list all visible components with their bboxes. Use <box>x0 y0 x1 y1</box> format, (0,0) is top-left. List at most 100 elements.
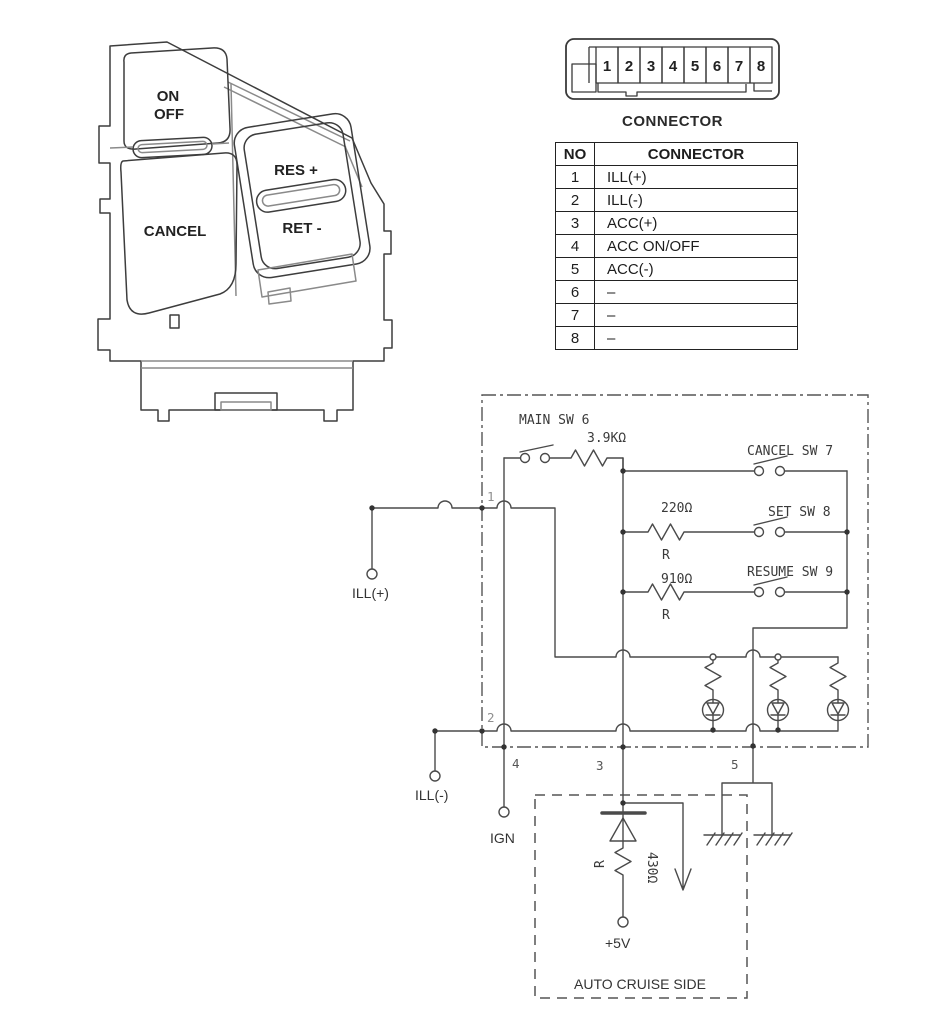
ground-symbol-right <box>753 832 793 846</box>
led-branch-3 <box>829 656 847 731</box>
set-resistor-sub: R <box>662 548 670 563</box>
connector-left-pocket <box>571 63 597 93</box>
connector-caption: CONNECTOR <box>622 113 723 130</box>
connector-inner-wall <box>588 46 596 83</box>
on-off-slot <box>132 136 213 159</box>
circuit-schematic: MAIN SW 6 3.9KΩ CANCEL SW 7 220Ω R SET S… <box>352 394 869 999</box>
connector-pin-number: 5 <box>691 58 699 75</box>
switch-side-boundary <box>481 394 869 748</box>
switch-contacts <box>519 452 786 598</box>
led-1 <box>701 698 725 722</box>
housing-outline <box>97 41 393 422</box>
slot-leader-lines <box>109 142 230 149</box>
led-rail-ring-1 <box>709 653 717 661</box>
col-header-connector: CONNECTOR <box>594 142 798 166</box>
acc-minus-wire <box>721 470 848 835</box>
pullup-resistor-sub: R <box>593 860 608 868</box>
auto-cruise-side-label: AUTO CRUISE SIDE <box>574 976 706 992</box>
pin2-label: 2 <box>487 710 495 725</box>
res-label: RES + <box>274 162 318 179</box>
set-switch-wire <box>622 523 848 541</box>
pin3-label: 3 <box>596 758 604 773</box>
auto-cruise-boundary <box>534 794 748 999</box>
resume-switch-lever <box>753 576 788 586</box>
connector-pin-number: 3 <box>647 58 655 75</box>
ret-label: RET - <box>282 220 321 237</box>
col-header-no: NO <box>555 142 595 166</box>
connector-pin-cells <box>595 46 773 84</box>
resume-resistor-sub: R <box>662 608 670 623</box>
switch-assembly-drawing: ON OFF CANCEL RES + RET - <box>97 41 393 422</box>
junction-dots <box>369 468 850 806</box>
rocker-slot <box>255 178 347 213</box>
on-label: ON <box>157 88 180 105</box>
acc-plus-wire <box>614 457 632 918</box>
main-switch-lever <box>519 444 554 453</box>
resume-resistor-label: 910Ω <box>661 572 692 587</box>
connector-drawing: 1 2 3 4 5 6 7 8 <box>565 38 780 100</box>
set-switch-lever <box>753 516 788 526</box>
led-3-diode <box>830 702 846 716</box>
table-row: 8– <box>555 326 798 350</box>
ill-minus-label: ILL(-) <box>415 787 448 803</box>
main-resistor-label: 3.9KΩ <box>587 431 626 446</box>
connector-pin-number: 2 <box>625 58 633 75</box>
connector-pin-number: 8 <box>757 58 765 75</box>
cancel-button <box>120 152 238 315</box>
connector-pin-number: 7 <box>735 58 743 75</box>
on-off-button <box>123 47 231 150</box>
connector-pin-number: 4 <box>669 58 678 75</box>
pin4-label: 4 <box>512 756 520 771</box>
ill-plus-label: ILL(+) <box>352 585 389 601</box>
cancel-label: CANCEL <box>144 223 207 240</box>
resume-sw-label: RESUME SW 9 <box>747 565 833 580</box>
pin5-label: 5 <box>731 757 739 772</box>
main-sw-label: MAIN SW 6 <box>519 413 589 428</box>
table-row: 7– <box>555 303 798 327</box>
main-switch-circuit <box>503 449 624 472</box>
resume-switch-wire <box>622 583 848 601</box>
pullup-resistor-label: 430Ω <box>644 852 659 883</box>
table-row: 6– <box>555 280 798 304</box>
connector-bottom-steps <box>597 83 772 97</box>
off-label: OFF <box>154 106 184 123</box>
connector-pin-number: 6 <box>713 58 721 75</box>
plus5v-label: +5V <box>605 935 631 951</box>
led-2-diode <box>770 702 786 716</box>
set-resistor-label: 220Ω <box>661 501 692 516</box>
cancel-sw-label: CANCEL SW 7 <box>747 444 833 459</box>
diode-triangle <box>609 817 637 842</box>
connector-pin-number: 1 <box>603 58 611 75</box>
connector-body <box>565 38 780 100</box>
cancel-switch-lever <box>753 455 788 465</box>
bottom-connector-block-inner <box>220 401 272 411</box>
led-rail-ring-2 <box>774 653 782 661</box>
rocker-frame <box>233 112 371 279</box>
ign-terminal <box>498 806 510 818</box>
rocker-base-plate <box>257 253 357 305</box>
ground-symbol-left <box>703 832 743 846</box>
ign-label: IGN <box>490 830 515 846</box>
housing-bottom-step <box>141 360 353 369</box>
ill-plus-terminal <box>366 568 378 580</box>
led-3 <box>826 698 850 722</box>
cancel-bottom-tab <box>169 314 180 329</box>
plus5v-terminal <box>617 916 629 928</box>
table-header-row: NO CONNECTOR <box>555 142 798 166</box>
pin1-label: 1 <box>487 489 495 504</box>
signal-arrow <box>622 802 692 891</box>
led-2 <box>766 698 790 722</box>
led-1-diode <box>705 702 721 716</box>
rocker-slot-inner <box>261 183 341 207</box>
set-sw-label: SET SW 8 <box>768 505 831 520</box>
ill-minus-terminal <box>429 770 441 782</box>
rocker-button <box>243 121 361 270</box>
rocker-assembly <box>233 112 371 279</box>
